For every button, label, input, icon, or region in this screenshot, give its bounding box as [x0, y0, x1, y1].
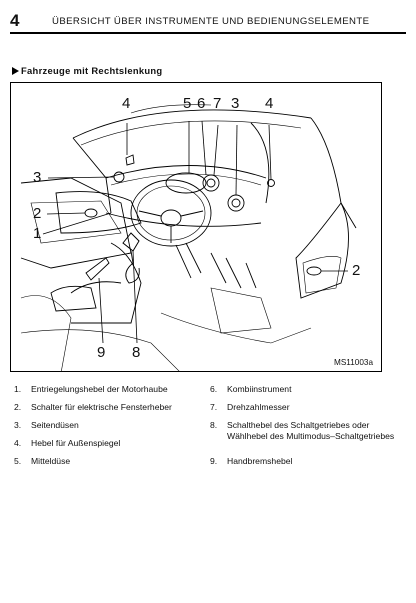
legend-item: 7.Drehzahlmesser	[210, 402, 290, 412]
callout-4-right: 4	[265, 95, 274, 112]
callout-1: 1	[33, 225, 42, 242]
callout-2-left: 2	[33, 205, 42, 222]
callout-2-right: 2	[352, 262, 361, 279]
legend-item: 6.Kombiinstrument	[210, 384, 292, 394]
legend-item: 1.Entriegelungshebel der Motorhaube	[14, 384, 168, 394]
header-rule	[10, 32, 406, 34]
callout-4-left: 4	[122, 95, 131, 112]
page-number: 4	[10, 11, 20, 30]
legend-item: 9.Handbremshebel	[210, 456, 293, 466]
dashboard-illustration	[20, 104, 357, 371]
section-title: Fahrzeuge mit Rechtslenkung	[12, 65, 162, 76]
legend-item: 2.Schalter für elektrische Fensterheber	[14, 402, 172, 412]
callout-3-left: 3	[33, 169, 42, 186]
callout-6: 6	[197, 95, 206, 112]
legend-item: 3.Seitendüsen	[14, 420, 79, 430]
page-header: ÜBERSICHT ÜBER INSTRUMENTE UND BEDIENUNG…	[52, 16, 370, 27]
legend-item: 8.Schalthebel des Schaltgetriebes oder W…	[210, 420, 395, 441]
figure-code: MS11003a	[334, 358, 373, 367]
dashboard-figure: 4 5 6 7 3 4 3 2 1 2 9 8 MS11003a	[10, 82, 382, 372]
section-title-text: Fahrzeuge mit Rechtslenkung	[21, 65, 163, 76]
callout-5: 5	[183, 95, 192, 112]
legend-item: 5.Mitteldüse	[14, 456, 71, 466]
callout-8: 8	[132, 344, 141, 361]
callout-7: 7	[213, 95, 222, 112]
legend-item: 4.Hebel für Außenspiegel	[14, 438, 121, 448]
callout-3-right: 3	[231, 95, 240, 112]
triangle-marker-icon	[12, 67, 19, 75]
callout-9: 9	[97, 344, 106, 361]
